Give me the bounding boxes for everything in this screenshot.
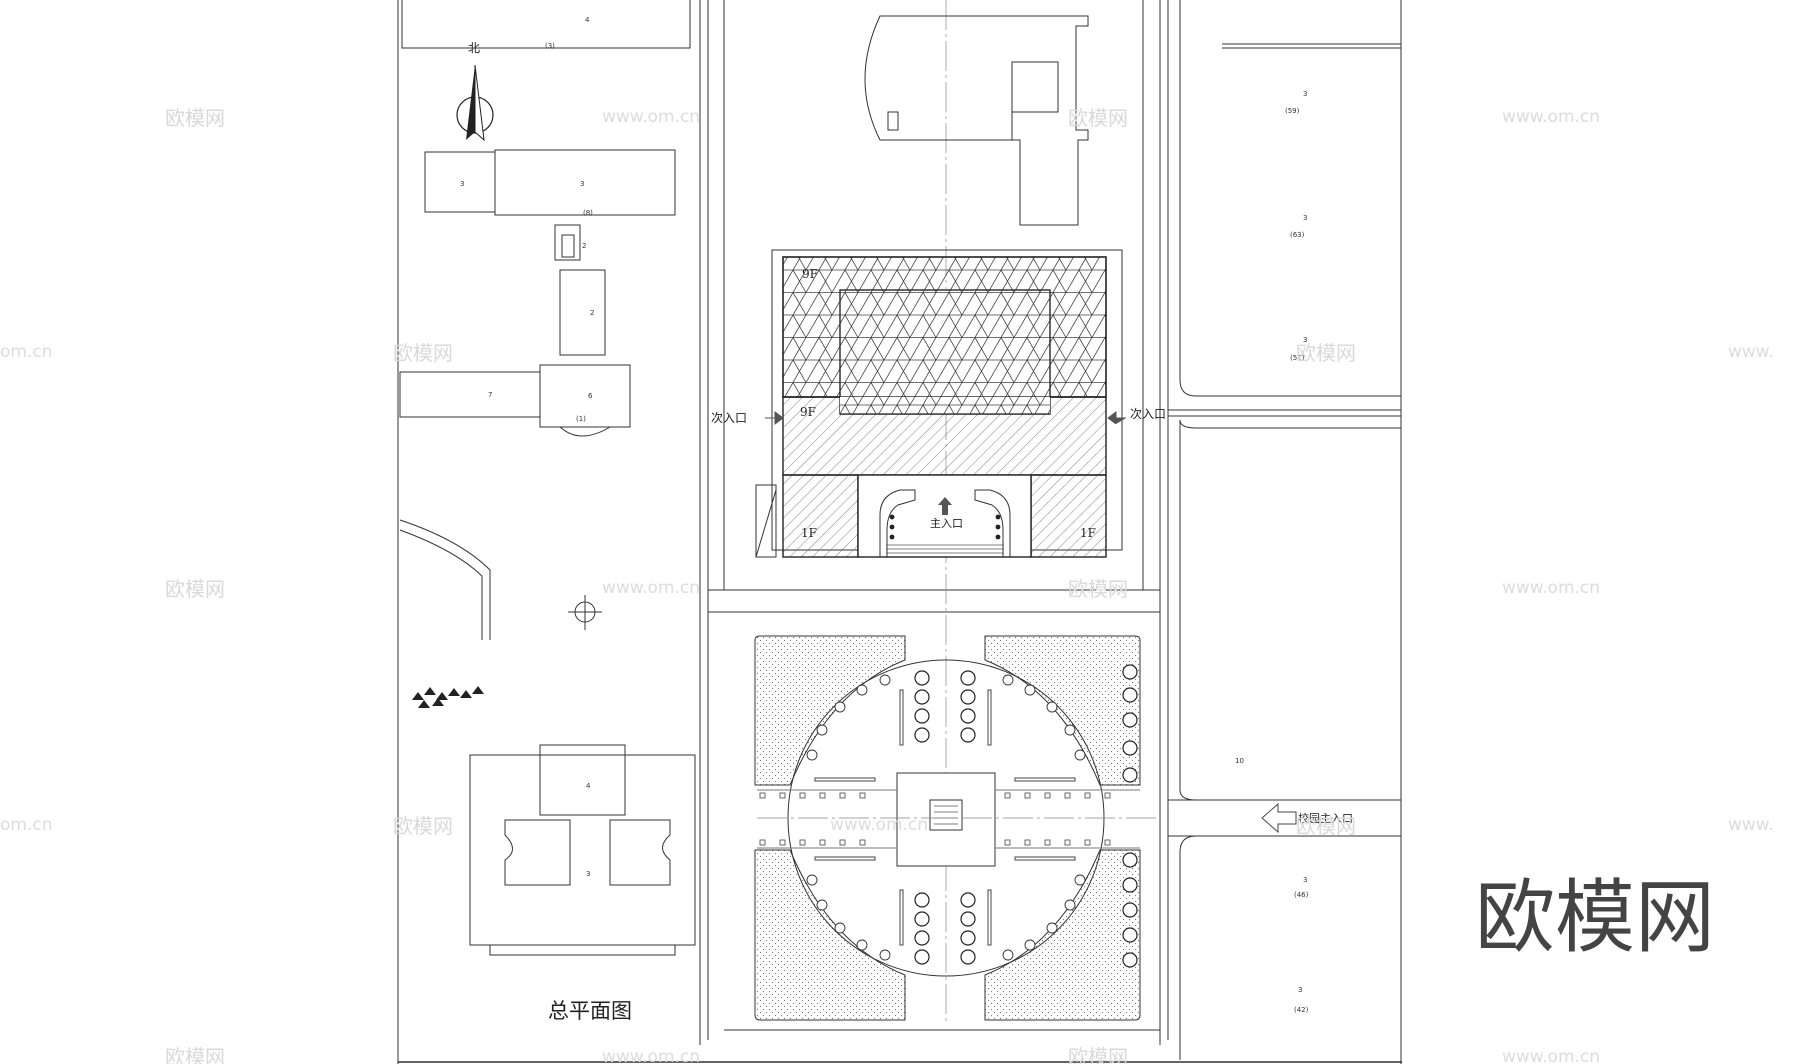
north-label: 北 <box>468 41 480 55</box>
watermarks: 欧模网 www.om.cn 欧模网 www.om.cn om.cn 欧模网 欧模… <box>0 106 1774 1064</box>
watermark: 欧模网 <box>165 106 225 130</box>
watermark-url: www.om.cn <box>602 107 700 127</box>
watermark-url: www.om.cn <box>1502 107 1600 127</box>
building-tag: (8) <box>583 209 593 217</box>
watermark-url: www. <box>1728 342 1774 362</box>
building-tag: 3 <box>1303 214 1307 222</box>
building-tag: 3 <box>580 180 584 188</box>
watermark: 欧模网 <box>165 1045 225 1064</box>
watermark: 欧模网 <box>1068 577 1128 601</box>
building-tag: 10 <box>1235 757 1244 765</box>
watermark: 欧模网 <box>393 814 453 838</box>
north-arrow <box>456 64 494 142</box>
building-tag: (1) <box>576 415 586 423</box>
building-tag: 3 <box>1303 336 1307 344</box>
building-tag: 4 <box>586 782 591 790</box>
building-tag: 4 <box>585 16 590 24</box>
building-tag: 6 <box>588 392 593 400</box>
building-tag: 2 <box>582 242 586 250</box>
building-tag: (59) <box>1285 107 1300 115</box>
watermark: 欧模网 <box>1296 341 1356 365</box>
watermark: 欧模网 <box>1068 1045 1128 1064</box>
watermark: 欧模网 <box>1068 106 1128 130</box>
building-tag: 3 <box>1303 876 1307 884</box>
watermark: 欧模网 <box>1296 814 1356 838</box>
watermark-url: www.om.cn <box>1502 578 1600 598</box>
main-entrance-label: 主入口 <box>930 517 963 530</box>
building-tag: 3 <box>1303 90 1307 98</box>
building-tag: (3) <box>545 42 555 50</box>
watermark-url: www.om.cn <box>602 1047 700 1064</box>
secondary-entrance-left-label: 次入口 <box>711 411 747 425</box>
plaza-small-trees <box>806 674 1086 961</box>
brand-logo: 欧模网 <box>1475 871 1715 964</box>
watermark-url: om.cn <box>0 815 53 835</box>
watermark-url: www. <box>1728 815 1774 835</box>
watermark-url: om.cn <box>0 342 53 362</box>
secondary-entrance-right-label: 次入口 <box>1130 407 1166 421</box>
campus-entrance-arrow <box>1261 802 1297 834</box>
building-tag: (63) <box>1290 231 1305 239</box>
building-tags: 4 (3) 3 3 (8) 2 2 (1) 7 6 4 3 3 (59) 3 (… <box>460 16 1309 1014</box>
building-tag: (42) <box>1294 1006 1309 1014</box>
west-campus-buildings <box>399 0 696 956</box>
drawing-frame <box>397 0 1402 1064</box>
floor-label-9f-top: 9F <box>802 267 818 281</box>
floor-label-1f-left: 1F <box>801 526 817 540</box>
drawing-title: 总平面图 <box>548 999 632 1023</box>
shrub-cluster <box>412 686 484 708</box>
floor-label-1f-right: 1F <box>1080 526 1096 540</box>
building-tag: 2 <box>590 309 594 317</box>
watermark: 欧模网 <box>393 341 453 365</box>
main-building <box>755 249 1126 558</box>
campus-main-entrance-label: 校园主入口 <box>1298 811 1353 825</box>
floor-label-9f-mid: 9F <box>800 405 816 419</box>
north-building <box>864 15 1089 226</box>
building-tag: 3 <box>1298 986 1302 994</box>
building-tag: 3 <box>586 870 590 878</box>
watermark-url: www.om.cn <box>1502 1047 1600 1064</box>
watermark: 欧模网 <box>165 577 225 601</box>
watermark-url: www.om.cn <box>602 578 700 598</box>
building-tag: 7 <box>488 391 492 399</box>
watermark-url: www.om.cn <box>830 815 928 835</box>
building-tag: (46) <box>1294 891 1309 899</box>
plaza <box>754 635 1160 1021</box>
plaza-trees <box>914 664 1138 968</box>
building-tag: 3 <box>460 180 464 188</box>
building-tag: (52) <box>1290 354 1305 362</box>
